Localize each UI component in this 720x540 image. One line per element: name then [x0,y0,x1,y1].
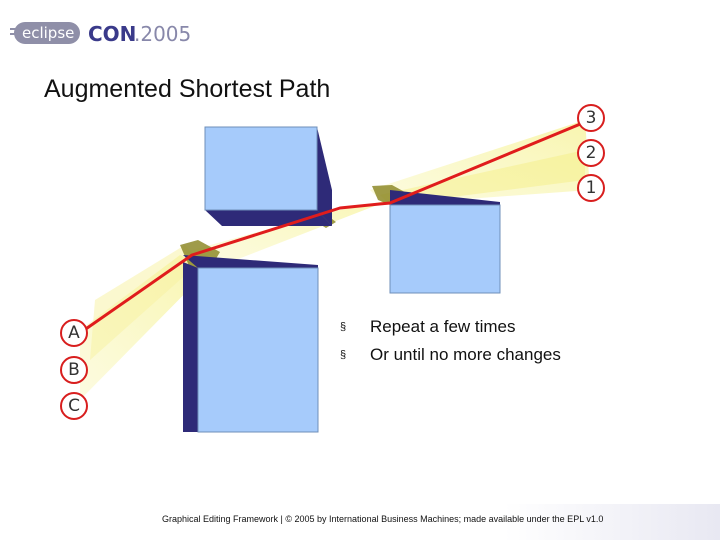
bullet-text: Or until no more changes [370,345,561,364]
box-bottom [197,267,319,433]
badge-c: C [60,392,88,420]
bullet-marker: § [340,321,347,333]
beam-upper-right-inner [380,150,585,205]
footer-text: Graphical Editing Framework | © 2005 by … [162,514,604,524]
bullet-item: § Or until no more changes [340,343,561,371]
badge-3: 3 [577,104,605,132]
box-right-top-edge [390,190,500,205]
badge-b: B [60,356,88,384]
box-right [389,204,501,294]
eclipsecon-logo: eclipse CON .2005 [10,22,190,46]
logo-year-text: .2005 [134,22,190,46]
logo-eclipse-text: eclipse [22,24,74,42]
beam-lower-left-inner [90,245,200,360]
box-top-left [204,126,318,211]
box-top-left-side [317,127,332,226]
footer-band [0,504,720,540]
logo-con-text: CON [88,22,136,46]
slide-title: Augmented Shortest Path [44,75,331,103]
badge-2: 2 [577,139,605,167]
bullet-text: Repeat a few times [370,317,516,336]
box-bottom-side [183,262,198,432]
badge-1: 1 [577,174,605,202]
shortest-path-line [79,118,591,335]
box-bottom-top-edge [183,255,318,268]
badge-a: A [60,319,88,347]
bullet-list: § Repeat a few times § Or until no more ch… [340,315,561,371]
beam-lower-left [80,255,210,400]
bullet-item: § Repeat a few times [340,315,561,343]
bullet-marker: § [340,349,347,361]
beam-middle [185,200,390,270]
logo-pill [14,22,80,44]
